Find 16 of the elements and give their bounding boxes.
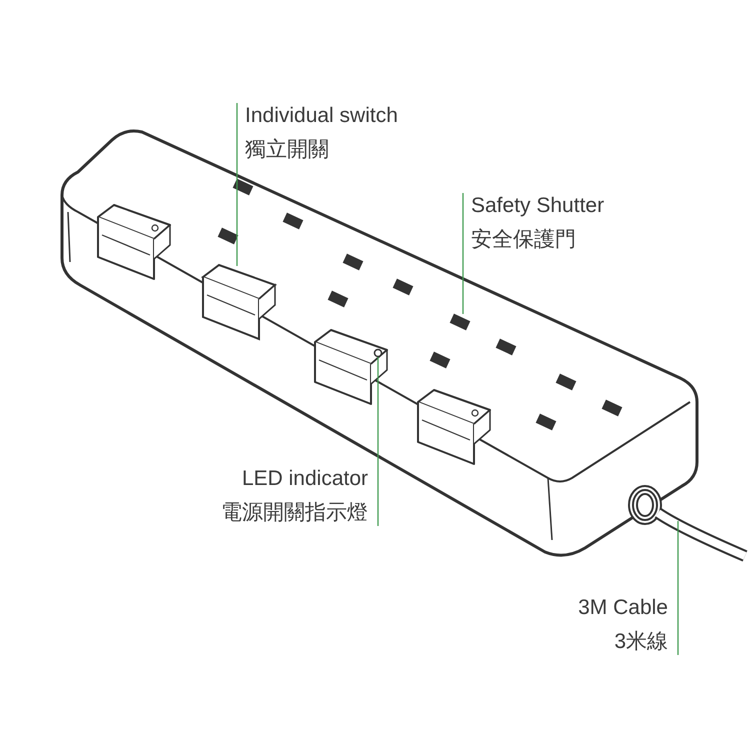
callout-label: 3米線 <box>613 629 668 655</box>
led-indicator <box>374 348 382 358</box>
callout-label: LED indicator <box>240 466 368 492</box>
rocker-switch <box>200 264 277 340</box>
leader-line <box>462 193 464 314</box>
leader-line <box>236 103 238 266</box>
callout-label: 電源開關指示燈 <box>220 500 368 526</box>
callout-label: 3M Cable <box>577 595 668 621</box>
callout-label: 獨立開關 <box>245 137 330 163</box>
callout-label: Safety Shutter <box>471 193 604 219</box>
cable <box>654 508 748 562</box>
callout-label: 安全保護門 <box>471 227 577 253</box>
socket-shutter <box>450 314 470 330</box>
leader-line <box>677 521 679 655</box>
callout-label: Individual switch <box>245 103 398 129</box>
leader-line <box>377 357 379 526</box>
